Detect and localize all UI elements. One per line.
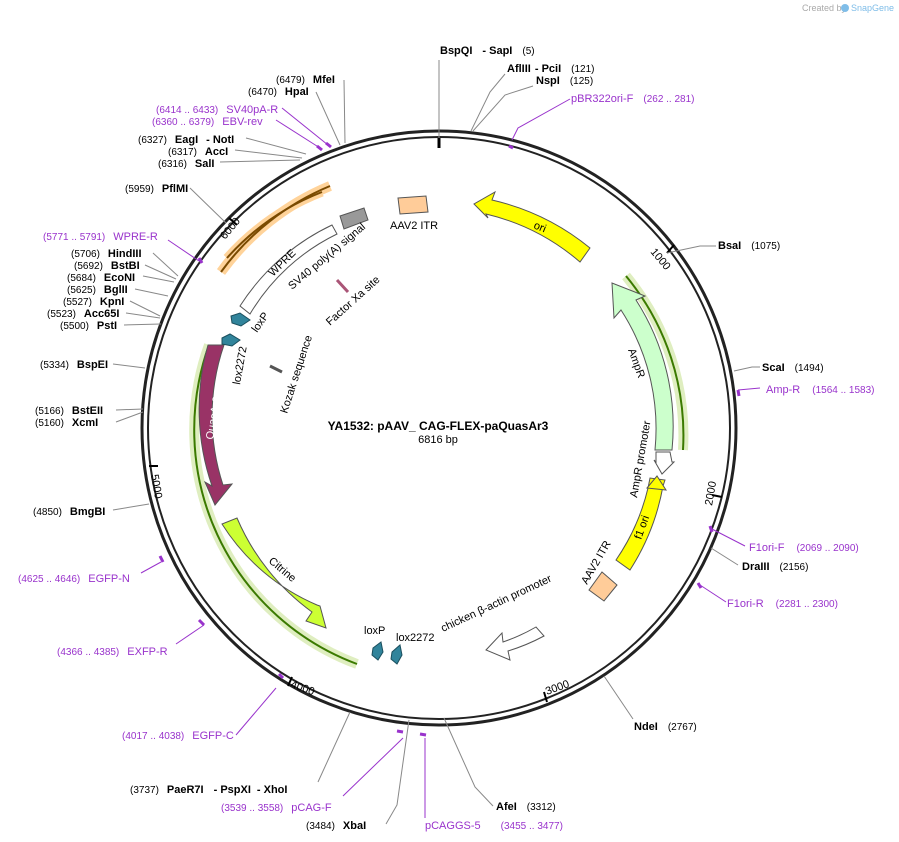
site-scai: ScaI(1494)	[762, 362, 824, 374]
plasmid-length: 6816 bp	[418, 434, 458, 446]
wpre-label: WPRE	[267, 247, 299, 279]
aav2-itr-right	[588, 571, 618, 602]
lox2272-left-label: lox2272	[231, 345, 250, 385]
bp-ticks	[149, 217, 723, 703]
primer-leaders	[140, 98, 761, 818]
kozak-mark	[269, 364, 283, 374]
site-xbai: (3484)XbaI	[306, 820, 366, 832]
tick-5000: 5000	[148, 473, 164, 499]
site-acc65i: (5523)Acc65I	[47, 308, 119, 320]
lox2272-left-arrow	[221, 333, 241, 347]
primer-ebv-rev: (6360 .. 6379)EBV-rev	[152, 116, 263, 128]
site-xcmi: (5160)XcmI	[35, 417, 98, 429]
site-nspi: NspI(125)	[536, 75, 593, 87]
site-kpni: (5527)KpnI	[63, 296, 124, 308]
watermark-prefix: Created by	[802, 3, 847, 13]
primer-marks	[158, 141, 741, 737]
aav2-itr-top	[397, 195, 429, 215]
f1-ori-arrow	[615, 477, 666, 571]
primer-sv40pa-r: (6414 .. 6433)SV40pA-R	[156, 104, 278, 116]
site-hpai: (6470)HpaI	[248, 86, 309, 98]
wpre-arrow	[239, 224, 338, 315]
cba-promoter-arrow	[485, 626, 545, 661]
citrine-highlight-line	[193, 344, 358, 665]
wpre-highlight-line	[220, 185, 331, 273]
aav2-itr-top-label: AAV2 ITR	[390, 220, 438, 232]
site-bsai: BsaI(1075)	[718, 240, 780, 252]
cba-promoter-label: chicken β-actin promoter	[439, 573, 554, 635]
primer-f1ori-f: F1ori-F(2069 .. 2090)	[749, 542, 859, 554]
factor-xa-mark	[335, 278, 350, 294]
snapgene-logo-icon	[841, 4, 849, 12]
tick-2000: 2000	[703, 480, 719, 506]
ampr-arrow	[611, 282, 674, 451]
tick-4000: 4000	[289, 679, 316, 699]
lox2272-bottom-arrow	[390, 644, 403, 665]
primer-wpre-r: (5771 .. 5791)WPRE-R	[43, 231, 158, 243]
kozak-label: Kozak sequence	[278, 334, 315, 415]
site-hindiii: (5706)HindIII	[71, 248, 142, 260]
sv40-block	[339, 207, 369, 230]
ampr-promoter-arrow	[653, 451, 676, 475]
wpre-highlight-line-2	[226, 191, 323, 259]
site-psti: (5500)PstI	[60, 320, 117, 332]
site-afliii: AflIII- PciI(121)	[507, 63, 595, 75]
site-bstbi: (5692)BstBI	[74, 260, 140, 272]
ori-arrow	[473, 190, 591, 263]
primer-pbr322ori-f: pBR322ori-F(262 .. 281)	[571, 93, 695, 105]
watermark-brand: SnapGene	[851, 3, 894, 13]
site-mfei: (6479)MfeI	[276, 74, 335, 86]
site-paer7i: (3737)PaeR7I- PspXI- XhoI	[130, 784, 287, 796]
site-bmgbi: (4850)BmgBI	[33, 506, 105, 518]
site-bspei: (5334)BspEI	[40, 359, 108, 371]
loxp-left-arrow	[230, 312, 251, 327]
site-econi: (5684)EcoNI	[67, 272, 135, 284]
primer-exfp-r: (4366 .. 4385)EXFP-R	[57, 646, 168, 658]
factor-xa-label: Factor Xa site	[324, 274, 382, 328]
site-pflmi: (5959)PflMI	[125, 183, 188, 195]
ori-label: ori	[532, 220, 548, 236]
site-acci: (6317)AccI	[168, 146, 228, 158]
site-afei: AfeI(3312)	[496, 801, 556, 813]
loxp-left-label: loxP	[250, 310, 272, 334]
site-draiii: DraIII(2156)	[742, 561, 808, 573]
citrine-highlight	[189, 343, 359, 669]
site-ndei: NdeI(2767)	[634, 721, 697, 733]
citrine-arrow	[221, 517, 327, 629]
primer-pcaggs-5: pCAGGS-5(3455 .. 3477)	[425, 820, 563, 832]
primer-egfp-c: (4017 .. 4038)EGFP-C	[122, 730, 234, 742]
plasmid-name: YA1532: pAAV_ CAG-FLEX-paQuasAr3	[328, 419, 549, 433]
loxp-bottom-label: loxP	[364, 625, 385, 637]
site-bsteii: (5166)BstEII	[35, 405, 103, 417]
primer-amp-r: Amp-R(1564 .. 1583)	[766, 384, 875, 396]
site-eagi: (6327)EagI- NotI	[138, 134, 234, 146]
primer-pcag-f: (3539 .. 3558)pCAG-F	[221, 802, 332, 814]
f1-ori-head	[646, 475, 667, 491]
site-leaders	[112, 60, 760, 825]
citrine-label: Citrine	[266, 555, 298, 585]
loxp-bottom-arrow	[371, 641, 384, 661]
site-bspqi: BspQI- SapI(5)	[440, 45, 535, 57]
site-bglii: (5625)BglII	[67, 284, 128, 296]
quasar2-arrow	[198, 344, 234, 506]
primer-f1ori-r: F1ori-R(2281 .. 2300)	[727, 598, 838, 610]
lox2272-bottom-label: lox2272	[396, 632, 435, 644]
primer-egfp-n: (4625 .. 4646)EGFP-N	[18, 573, 130, 585]
site-sali: (6316)SalI	[158, 158, 214, 170]
